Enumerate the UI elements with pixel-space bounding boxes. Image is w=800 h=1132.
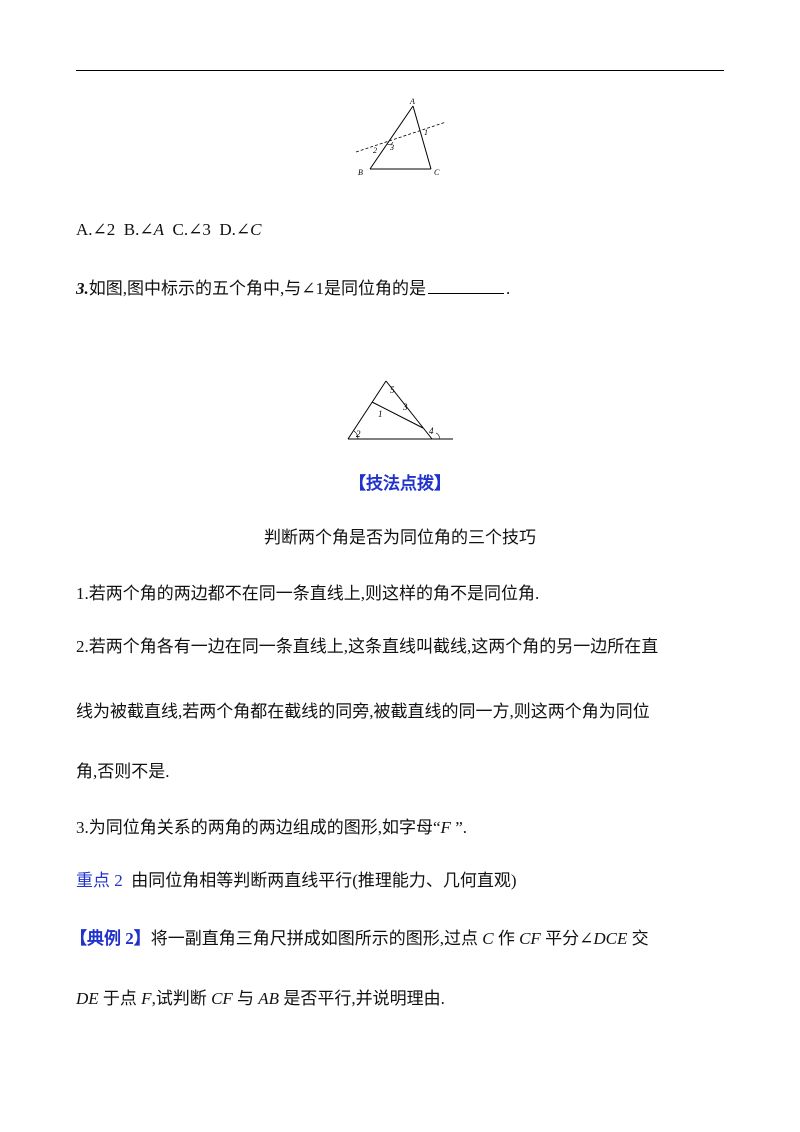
- figure-five-angles: 1 2 3 4 5: [347, 380, 453, 440]
- tip-3: 3.为同位角关系的两角的两边组成的图形,如字母“F ”.: [76, 818, 467, 837]
- answer-blank[interactable]: [428, 277, 504, 294]
- tip-2-line-1: 2.若两个角各有一边在同一条直线上,这条直线叫截线,这两个角的另一边所在直: [76, 637, 659, 656]
- label-angle-2: 2: [356, 429, 361, 439]
- question-number: 3.: [76, 279, 89, 298]
- label-vertex-a: A: [409, 97, 415, 106]
- side-ac: [412, 105, 432, 170]
- header-rule: [76, 70, 724, 71]
- example-2-line-1: 【典例 2】将一副直角三角尺拼成如图所示的图形,过点 C 作 CF 平分∠DCE…: [70, 929, 649, 948]
- dashed-transversal: [355, 121, 447, 153]
- label-angle-2: 2: [373, 146, 377, 155]
- label-vertex-c: C: [434, 168, 440, 177]
- left-side: [347, 380, 387, 440]
- label-angle-3: 3: [389, 143, 394, 152]
- label-angle-5: 5: [390, 385, 395, 395]
- tip-1: 1.若两个角的两边都不在同一条直线上,则这样的角不是同位角.: [76, 584, 540, 603]
- q2-options: A.∠2 B.∠A C.∠3 D.∠C: [76, 218, 261, 242]
- label-angle-3: 3: [402, 402, 408, 412]
- label-vertex-b: B: [358, 168, 363, 177]
- option-c[interactable]: C.∠3: [172, 220, 211, 239]
- right-side: [385, 380, 433, 440]
- focus-label: 重点 2: [76, 871, 123, 890]
- label-angle-1: 1: [378, 409, 383, 419]
- side-ab: [369, 105, 414, 170]
- figure-triangle-abc: A B C 1 2 3: [355, 97, 447, 177]
- option-a[interactable]: A.∠2: [76, 220, 116, 239]
- angle-arc: [386, 141, 394, 145]
- tip-2-line-3: 角,否则不是.: [76, 762, 170, 781]
- label-angle-4: 4: [429, 426, 434, 436]
- angle-mark-2: [353, 430, 359, 440]
- focus-point-2: 重点 2 由同位角相等判断两直线平行(推理能力、几何直观): [76, 871, 517, 890]
- tip-2-line-2: 线为被截直线,若两个角都在截线的同旁,被截直线的同一方,则这两个角为同位: [76, 702, 650, 721]
- tips-subtitle: 判断两个角是否为同位角的三个技巧: [264, 528, 536, 547]
- option-d[interactable]: D.∠C: [219, 220, 262, 239]
- example-label: 【典例 2】: [70, 929, 151, 948]
- example-2-line-2: DE 于点 F,试判断 CF 与 AB 是否平行,并说明理由.: [76, 989, 445, 1008]
- label-angle-1: 1: [424, 128, 428, 137]
- tips-heading: 【技法点拨】: [349, 474, 451, 493]
- question-3: 3.如图,图中标示的五个角中,与∠1是同位角的是.: [76, 277, 511, 298]
- angle-mark-4: [435, 432, 441, 440]
- inner-segment: [371, 401, 424, 429]
- option-b[interactable]: B.∠A: [123, 220, 165, 239]
